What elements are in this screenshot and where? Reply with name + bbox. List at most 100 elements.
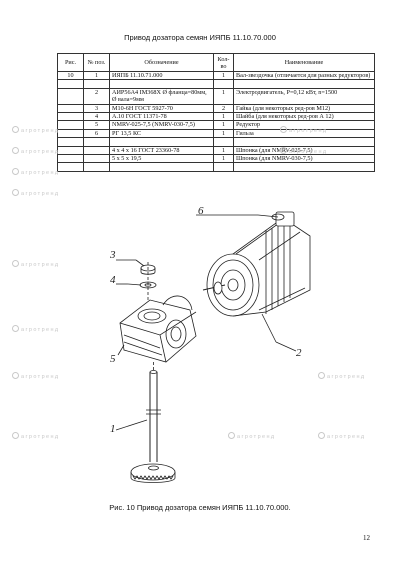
cell-pos <box>83 154 110 164</box>
gear-reducer <box>119 295 197 363</box>
cell-fig <box>57 154 84 164</box>
cell-fig <box>57 112 84 122</box>
watermark: агротренд <box>318 372 366 380</box>
cell-pos <box>83 162 110 172</box>
watermark: агротренд <box>12 432 60 440</box>
watermark: агротренд <box>12 189 60 197</box>
cell-pos <box>83 79 110 89</box>
watermark-logo-icon <box>280 147 287 154</box>
cell-qty: 1 <box>213 145 234 156</box>
cell-designation <box>109 79 214 89</box>
cell-qty <box>213 162 234 172</box>
callout-6: 6 <box>198 205 204 217</box>
watermark-logo-icon <box>12 260 19 267</box>
nut-and-washer <box>139 262 157 300</box>
cell-pos: 2 <box>83 87 110 105</box>
watermark: агротренд <box>12 372 60 380</box>
cell-designation: А.10 ГОСТ 11371-78 <box>109 112 214 122</box>
cell-fig <box>57 79 84 89</box>
cell-qty: 1 <box>213 87 234 105</box>
cell-qty: 1 <box>213 128 234 139</box>
cell-fig <box>57 103 84 114</box>
watermark-logo-icon <box>12 126 19 133</box>
header-pos: № поз. <box>83 53 110 72</box>
parts-table: Рис. № поз. Обозначение Кол-во Наименова… <box>57 53 375 172</box>
cell-pos: 4 <box>83 112 110 122</box>
cell-qty: 2 <box>213 103 234 114</box>
cell-name <box>233 137 375 147</box>
watermark-logo-icon <box>12 147 19 154</box>
callout-1: 1 <box>110 423 116 435</box>
callout-leaders <box>115 214 297 431</box>
shaft-sprocket <box>130 362 176 483</box>
cell-qty: 1 <box>213 70 234 81</box>
cell-designation: 5 х 5 х 19,5 <box>109 154 214 164</box>
table-header-row: Рис. № поз. Обозначение Кол-во Наименова… <box>57 53 375 72</box>
electric-motor <box>202 211 311 317</box>
watermark-logo-icon <box>318 432 325 439</box>
watermark: агротренд <box>12 126 60 134</box>
header-fig: Рис. <box>57 53 84 72</box>
cell-qty <box>213 79 234 89</box>
cell-designation <box>109 137 214 147</box>
callout-2: 2 <box>296 347 302 359</box>
callout-3: 3 <box>109 249 116 261</box>
cell-pos: 6 <box>83 128 110 139</box>
cell-pos: 5 <box>83 120 110 130</box>
cell-qty: 1 <box>213 154 234 164</box>
cell-designation: ИЯПБ 11.10.71.000 <box>109 70 214 81</box>
watermark-logo-icon <box>12 372 19 379</box>
sleeve <box>213 281 223 295</box>
watermark: агротренд <box>12 147 60 155</box>
cell-fig <box>57 87 84 105</box>
watermark: агротренд <box>12 168 60 176</box>
cell-fig <box>57 162 84 172</box>
header-qty: Кол-во <box>213 53 234 72</box>
assembly-drawing: 3 4 5 1 6 2 <box>109 205 311 483</box>
table-row <box>57 137 375 147</box>
header-name: Наименование <box>233 53 375 72</box>
watermark: агротренд <box>228 432 276 440</box>
table-row <box>57 79 375 89</box>
watermark-logo-icon <box>12 168 19 175</box>
watermark: агротренд <box>318 432 366 440</box>
watermark: агротренд <box>12 325 60 333</box>
page-title: Привод дозатора семян ИЯПБ 11.10.70.000 <box>124 33 276 42</box>
watermark-logo-icon <box>228 432 235 439</box>
callout-4: 4 <box>110 274 116 286</box>
cell-name: Шпонка (для NMRV-030-7,5) <box>233 154 375 164</box>
watermark: агротренд <box>12 260 60 268</box>
cell-designation: NMRV-025-7,5 (NMRV-030-7,5) <box>109 120 214 130</box>
cell-pos: 1 <box>83 70 110 81</box>
cell-name: Электродвигатель, P=0,12 кВт, n=1500 <box>233 87 375 105</box>
cell-fig <box>57 145 84 156</box>
watermark-logo-icon <box>12 432 19 439</box>
cell-name: Шпонка (для NMRV-025-7,5) <box>233 145 375 156</box>
cell-fig: 10 <box>57 70 84 81</box>
header-designation: Обозначение <box>109 53 214 72</box>
cell-designation: РГ 13,5 КС <box>109 128 214 139</box>
cell-qty <box>213 137 234 147</box>
callout-5: 5 <box>110 353 116 365</box>
watermark: агротренд <box>280 126 328 134</box>
cell-qty: 1 <box>213 112 234 122</box>
cell-name: Вал-звездочка (отличается для разных ред… <box>233 70 375 81</box>
cell-qty: 1 <box>213 120 234 130</box>
cell-name <box>233 162 375 172</box>
cell-pos: 3 <box>83 103 110 114</box>
cell-fig <box>57 128 84 139</box>
figure-caption: Рис. 10 Привод дозатора семян ИЯПБ 11.10… <box>109 503 291 512</box>
watermark-logo-icon <box>12 325 19 332</box>
watermark: агротренд <box>280 147 328 155</box>
watermark-logo-icon <box>280 126 287 133</box>
watermark-logo-icon <box>12 189 19 196</box>
table-row <box>57 162 375 172</box>
cell-name: Шайба (для некоторых ред-ров А 12) <box>233 112 375 122</box>
cell-name <box>233 79 375 89</box>
